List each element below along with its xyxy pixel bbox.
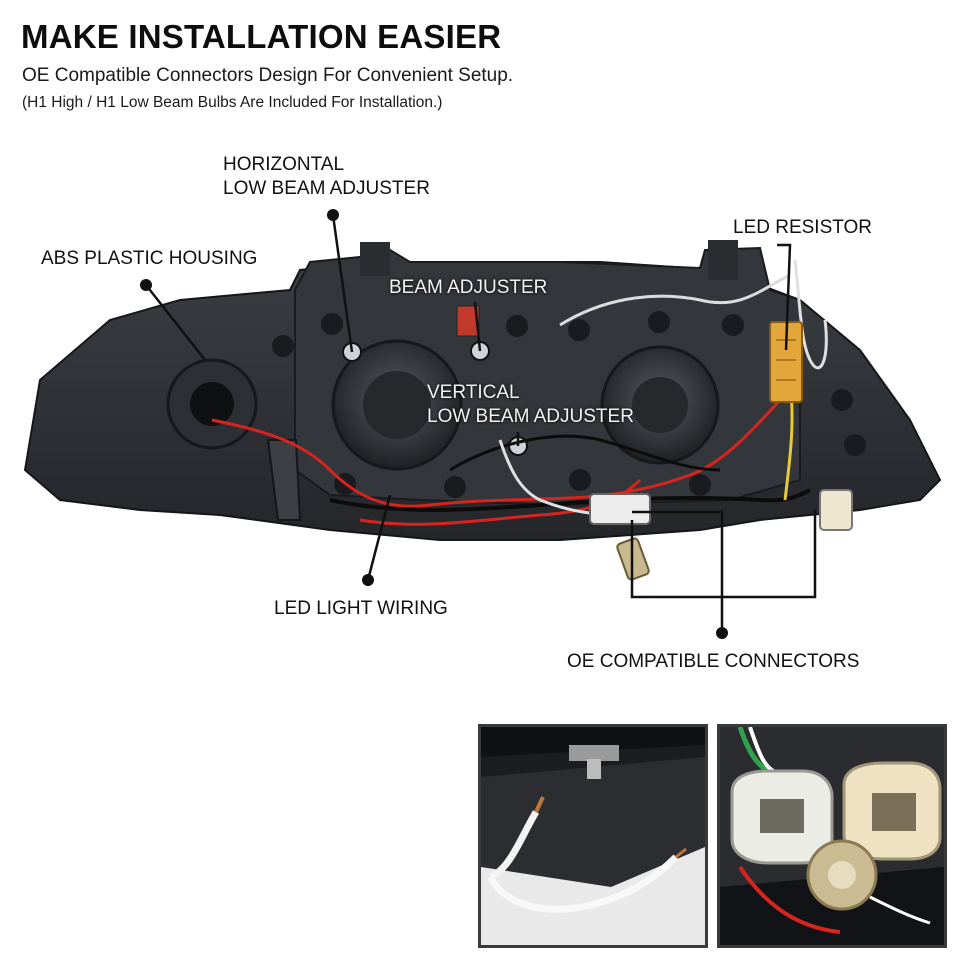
wire-detail-photo [478,724,708,948]
vertical-adjuster-label-line2: LOW BEAM ADJUSTER [427,406,634,427]
abs-housing-label: ABS PLASTIC HOUSING [41,248,258,269]
bulb-note: (H1 High / H1 Low Beam Bulbs Are Include… [22,94,443,111]
oe-connector-grey [589,493,651,525]
vertical-adjuster-label: VERTICAL LOW BEAM ADJUSTER [427,381,634,429]
beam-adjuster-label: BEAM ADJUSTER [389,277,548,298]
vertical-adjuster-label-line1: VERTICAL [427,382,520,403]
page-title: MAKE INSTALLATION EASIER [21,18,502,55]
horizontal-adjuster-label: HORIZONTAL LOW BEAM ADJUSTER [223,153,430,201]
horizontal-adjuster-label-line1: HORIZONTAL [223,154,345,175]
subtitle: OE Compatible Connectors Design For Conv… [22,65,514,86]
headlight-illustration [23,209,942,639]
horizontal-adjuster-label-line2: LOW BEAM ADJUSTER [223,178,430,199]
oe-connector-beige [819,489,853,531]
connector-detail-photo [717,724,947,948]
oe-connectors-label: OE COMPATIBLE CONNECTORS [567,651,860,672]
led-resistor-label: LED RESISTOR [733,217,873,238]
led-wiring-label: LED LIGHT WIRING [274,598,448,619]
